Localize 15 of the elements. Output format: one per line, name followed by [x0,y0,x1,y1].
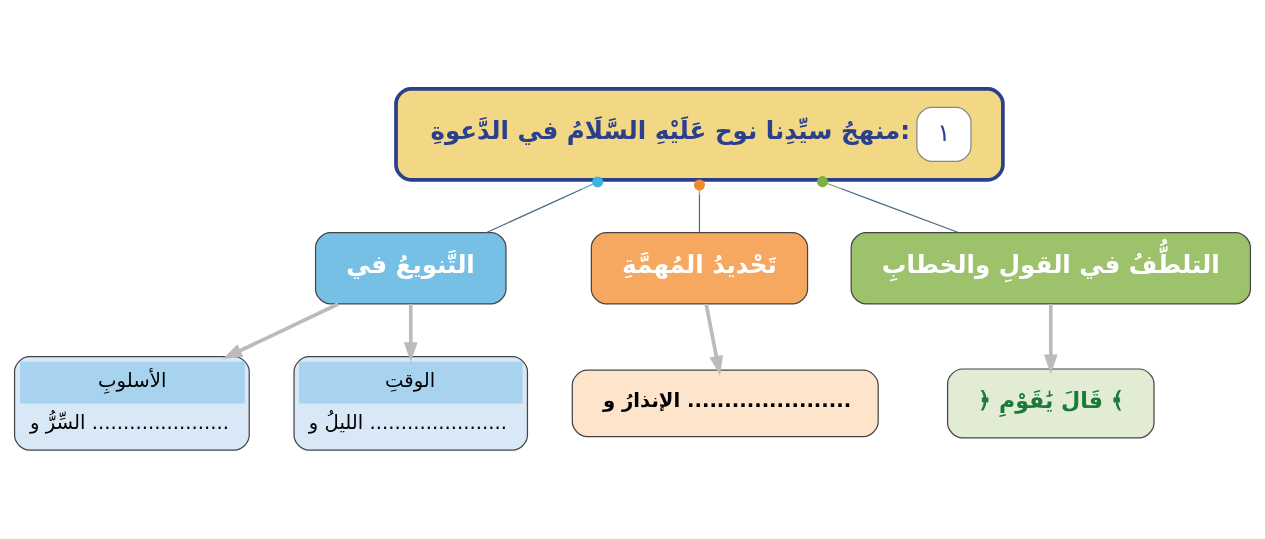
node-box: التَّنويعُ في [314,232,507,305]
arrow [1043,304,1058,375]
arrow [403,304,418,362]
connector [816,176,959,234]
arrow [222,302,339,359]
node-box: منهجُ سيِّدِنا نوح عَلَيْهِ السَّلَامُ في الدَّعوةِ: ١ [394,87,1005,182]
node-box: تَحْديدُ المُهمَّةِ [590,232,809,305]
connector [693,179,705,234]
node-box: ﴿ قَالَ يَٰقَوْمِ ﴾ [947,368,1155,439]
node-box: الأسلوبِ السِّرُّ و ...................... [13,356,250,451]
connector [486,176,604,234]
node-box: التلطُّفُ في القولِ والخطابِ [850,232,1252,305]
node-box: الإنذارُ و ...................... [571,369,879,438]
arrow [704,303,724,376]
node-box: الوقتِ الليلُ و ...................... [293,356,529,451]
